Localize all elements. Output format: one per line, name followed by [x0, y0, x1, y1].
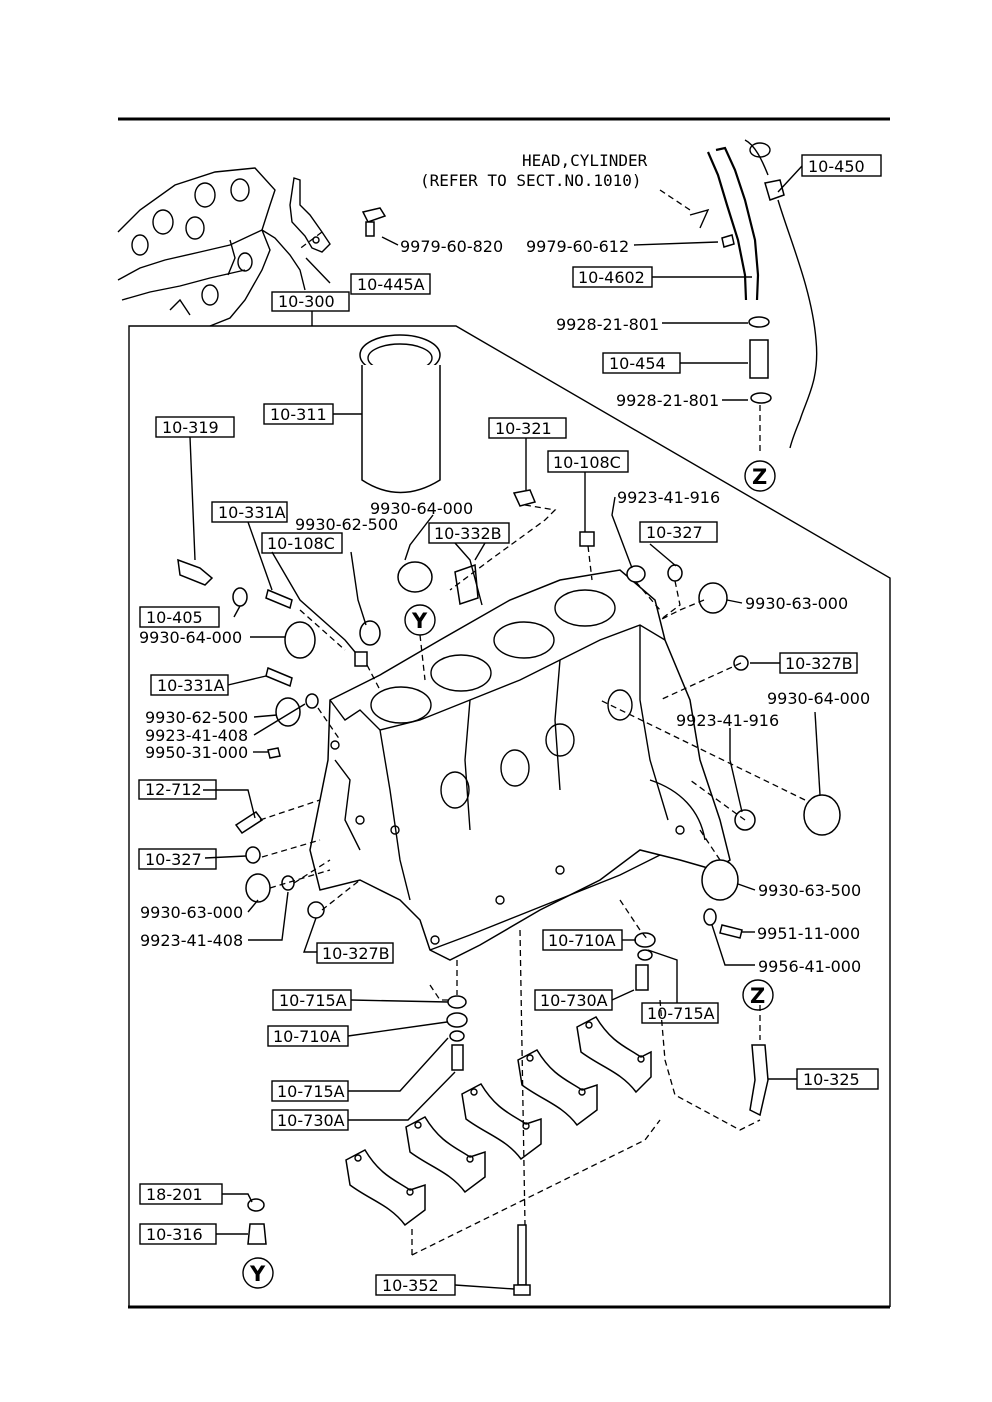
label-10-710a-left: 10-710A	[273, 1027, 341, 1046]
pn-9923-41-916-upper: 9923-41-916	[617, 488, 720, 507]
label-10-352: 10-352	[382, 1276, 439, 1295]
header-note-line2: (REFER TO SECT.NO.1010)	[420, 171, 642, 190]
label-10-311: 10-311	[270, 405, 327, 424]
label-10-715a-right: 10-715A	[647, 1004, 715, 1023]
label-10-319: 10-319	[162, 418, 219, 437]
lifting-bracket	[289, 177, 331, 253]
dashed-connectors	[259, 189, 806, 1226]
label-10-327b-right: 10-327B	[785, 654, 853, 673]
pn-9923-41-916-lower: 9923-41-916	[676, 711, 779, 730]
pn-9930-63-000-right: 9930-63-000	[745, 594, 848, 613]
label-10-327b-bottom: 10-327B	[322, 944, 390, 963]
pn-9979-60-820: 9979-60-820	[400, 237, 503, 256]
gauge-pipe-parts	[748, 316, 772, 452]
bearing-cap-2	[405, 1116, 486, 1194]
label-10-331a-top: 10-331A	[218, 503, 286, 522]
label-10-715a-left: 10-715A	[277, 1082, 345, 1101]
pn-9930-62-500-left: 9930-62-500	[145, 708, 248, 727]
label-10-710a-right: 10-710A	[548, 931, 616, 950]
label-10-321: 10-321	[495, 419, 552, 438]
label-10-405: 10-405	[146, 608, 203, 627]
cylinder-head-sketch	[117, 167, 306, 327]
pn-9923-41-408-lower: 9923-41-408	[140, 931, 243, 950]
pn-9930-64-000-left: 9930-64-000	[139, 628, 242, 647]
label-10-300: 10-300	[278, 292, 335, 311]
pn-9956-41-000: 9956-41-000	[758, 957, 861, 976]
label-10-316: 10-316	[146, 1225, 203, 1244]
pn-9930-64-000-upper: 9930-64-000	[370, 499, 473, 518]
pn-9930-63-000-left: 9930-63-000	[140, 903, 243, 922]
cap-bolt	[513, 1224, 531, 1296]
pn-9951-11-000: 9951-11-000	[757, 924, 860, 943]
label-18-201: 18-201	[146, 1185, 203, 1204]
pn-9930-62-500-upper: 9930-62-500	[295, 515, 398, 534]
label-12-712: 12-712	[145, 780, 202, 799]
pn-9979-60-612: 9979-60-612	[526, 237, 629, 256]
label-10-327-top: 10-327	[646, 523, 703, 542]
pn-9950-31-000: 9950-31-000	[145, 743, 248, 762]
label-10-108c-top: 10-108C	[553, 453, 621, 472]
reference-markers: Z Y Z Y	[242, 460, 776, 1289]
label-10-715a-top: 10-715A	[279, 991, 347, 1010]
leader-lines	[189, 165, 821, 1290]
label-10-4602: 10-4602	[578, 268, 645, 287]
label-10-332b: 10-332B	[434, 524, 502, 543]
label-10-327-left: 10-327	[145, 850, 202, 869]
label-10-730a-left: 10-730A	[277, 1111, 345, 1130]
pn-9923-41-408-upper: 9923-41-408	[145, 726, 248, 745]
label-10-730a-right: 10-730A	[540, 991, 608, 1010]
part-label-boxes: 10-450 10-445A 10-300 10-4602 10-454 10-…	[138, 154, 882, 1296]
bearing-cap-4	[517, 1049, 598, 1127]
cylinder-liner	[359, 334, 441, 494]
group-frame	[128, 325, 891, 1307]
header-note-line1: HEAD,CYLINDER	[522, 151, 648, 170]
marker-y-top: Y	[411, 609, 428, 633]
label-10-325: 10-325	[803, 1070, 860, 1089]
label-10-445a: 10-445A	[357, 275, 425, 294]
pn-9928-21-801-top: 9928-21-801	[556, 315, 659, 334]
marker-y-bottom: Y	[249, 1262, 266, 1286]
bearing-cap-3	[461, 1083, 542, 1161]
part-number-labels: 9979-60-820 9979-60-612 9928-21-801 9928…	[139, 237, 870, 976]
label-10-450: 10-450	[808, 157, 865, 176]
bearing-cap-1	[345, 1149, 426, 1227]
bearing-cap-5	[576, 1016, 652, 1094]
pn-9930-63-500: 9930-63-500	[758, 881, 861, 900]
pn-9928-21-801-bottom: 9928-21-801	[616, 391, 719, 410]
bolt-9979-60-820	[361, 207, 387, 237]
engine-block	[309, 569, 731, 961]
pn-9930-64-000-right: 9930-64-000	[767, 689, 870, 708]
label-10-454: 10-454	[609, 354, 666, 373]
marker-z-top: Z	[752, 465, 767, 489]
marker-z-mid: Z	[750, 984, 765, 1008]
main-bearing-caps	[345, 1016, 661, 1256]
label-10-331a-left: 10-331A	[157, 676, 225, 695]
oil-gauge-pipe	[689, 139, 818, 449]
label-10-108c-left: 10-108C	[267, 534, 335, 553]
